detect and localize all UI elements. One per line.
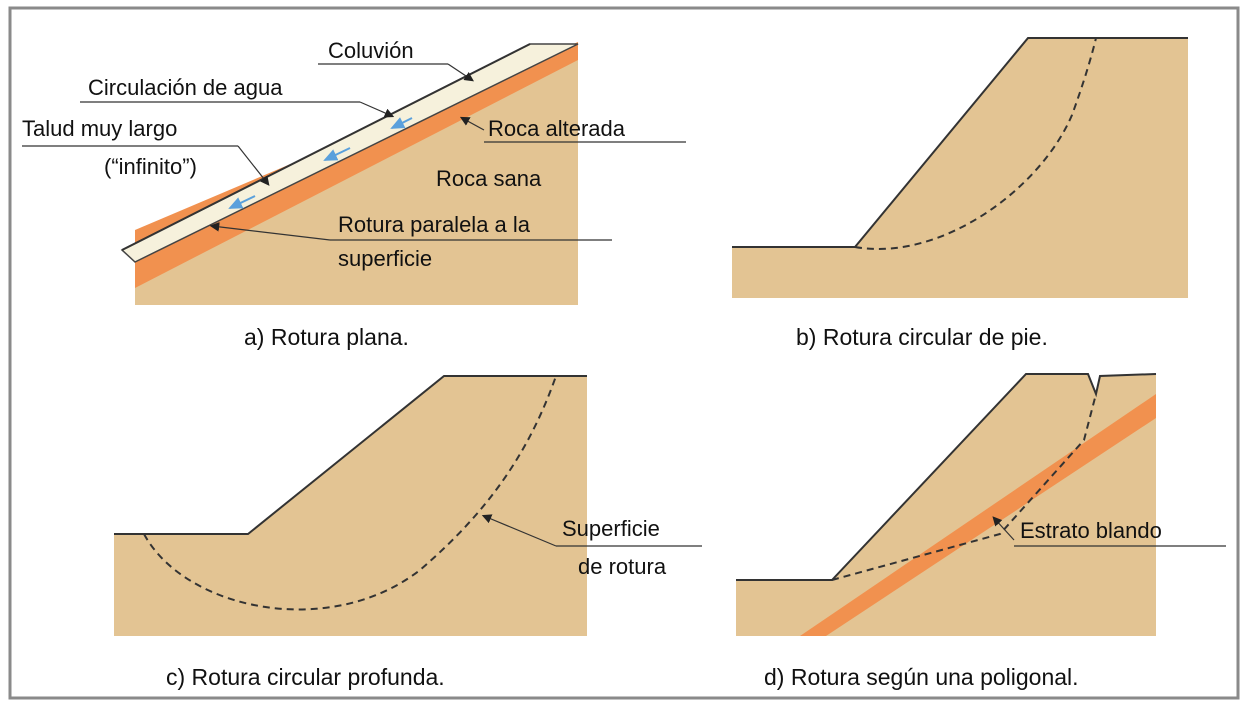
leader-rotura-arrow (209, 222, 331, 241)
estrato-blando-band (800, 394, 1156, 636)
leader-superficie-arrow (481, 514, 557, 547)
label-circulacion: Circulación de agua (88, 75, 283, 100)
ground-profile-c (114, 375, 587, 535)
roca-alterada-band (135, 42, 578, 288)
water-arrow (323, 147, 351, 161)
failure-surface-b (854, 37, 1097, 250)
label-talud-1: Talud muy largo (22, 116, 177, 141)
water-arrow (390, 117, 413, 129)
failure-surface-d (831, 393, 1097, 581)
label-rotura-2: superficie (338, 246, 432, 271)
failure-surface-c (143, 375, 557, 611)
label-superficie-2: de rotura (578, 554, 667, 579)
slope-d (736, 374, 1156, 636)
leader-coluvion-arrow (447, 63, 474, 82)
slope-b (732, 38, 1188, 298)
leader-roca-alterada-arrow (459, 116, 485, 131)
leader-estrato-arrow (992, 516, 1015, 541)
figure-frame (8, 6, 1240, 700)
caption-c: c) Rotura circular profunda. (166, 664, 445, 690)
panel-b: b) Rotura circular de pie. (732, 37, 1188, 350)
caption-a: a) Rotura plana. (244, 324, 409, 350)
caption-d: d) Rotura según una poligonal. (764, 664, 1079, 690)
slope-surface-line (121, 43, 531, 251)
label-talud-2: (“infinito”) (104, 154, 197, 179)
caption-b: b) Rotura circular de pie. (796, 324, 1048, 350)
water-arrow (228, 195, 256, 209)
leader-talud-arrow (237, 145, 270, 186)
label-superficie-1: Superficie (562, 516, 660, 541)
label-roca-alterada: Roca alterada (488, 116, 626, 141)
panel-a: Coluvión Circulación de agua Talud muy l… (22, 38, 686, 350)
ground-profile-b (732, 37, 1188, 248)
label-estrato-blando: Estrato blando (1020, 518, 1162, 543)
slope-c (114, 376, 587, 636)
leader-circulacion-arrow (359, 101, 395, 118)
label-roca-sana: Roca sana (436, 166, 542, 191)
label-rotura-1: Rotura paralela a la (338, 212, 531, 237)
label-coluvion: Coluvión (328, 38, 414, 63)
panel-c: Superficie de rotura c) Rotura circular … (114, 375, 702, 690)
panel-d: Estrato blando d) Rotura según una polig… (736, 373, 1226, 690)
